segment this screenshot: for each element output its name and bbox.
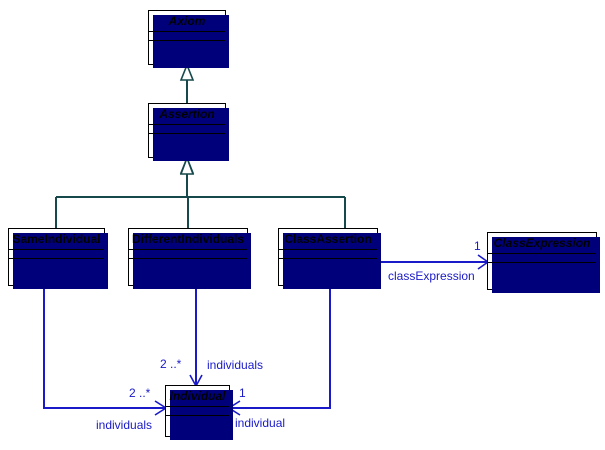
class-box-classassertion[interactable]: ClassAssertion (278, 228, 381, 289)
class-name-differentindividuals: DifferentIndividuals (129, 229, 247, 250)
class-attributes-classassertion (279, 250, 377, 259)
class-box-individual[interactable]: Individual (165, 385, 233, 440)
class-name-classassertion: ClassAssertion (279, 229, 377, 250)
association-role-classassertion-individual: individual (235, 416, 286, 430)
class-attributes-differentindividuals (129, 250, 247, 259)
association-multiplicity-classexpression: 1 (474, 239, 481, 253)
class-name-classexpression: ClassExpression (488, 233, 596, 254)
association-role-classexpression: classExpression (388, 269, 475, 283)
class-name-individual: Individual (166, 386, 229, 407)
class-attributes-classexpression (488, 254, 596, 263)
association-multiplicity-classassertion-individual: 1 (239, 386, 246, 400)
association-role-sameindividual-individuals: individuals (96, 418, 153, 432)
class-attributes-axiom (149, 32, 225, 41)
generalization-arrowhead-assertion-group (179, 155, 195, 175)
association-multiplicity-differentindividuals-individuals: 2 ..* (160, 357, 182, 371)
class-box-sameindividual[interactable]: SameIndividual (8, 228, 108, 289)
class-attributes-individual (166, 407, 229, 416)
class-attributes-sameindividual (9, 250, 104, 259)
association-classassertion-individual (230, 286, 331, 409)
triangle-arrowhead-assertion-2 (179, 155, 195, 175)
association-role-differentindividuals-individuals: individuals (207, 358, 264, 372)
association-sameindividual-individual (43, 286, 165, 409)
class-name-axiom: Axiom (149, 11, 225, 32)
association-multiplicity-sameindividual-individuals: 2 ..* (129, 386, 151, 400)
class-attributes-assertion (149, 125, 225, 134)
class-box-assertion[interactable]: Assertion (148, 103, 229, 161)
class-box-axiom[interactable]: Axiom (148, 10, 229, 68)
class-name-assertion: Assertion (149, 104, 225, 125)
class-box-differentindividuals[interactable]: DifferentIndividuals (128, 228, 251, 289)
triangle-arrowhead-axiom (179, 62, 195, 81)
class-box-classexpression[interactable]: ClassExpression (487, 232, 600, 293)
association-edges (43, 261, 487, 409)
class-name-sameindividual: SameIndividual (9, 229, 104, 250)
